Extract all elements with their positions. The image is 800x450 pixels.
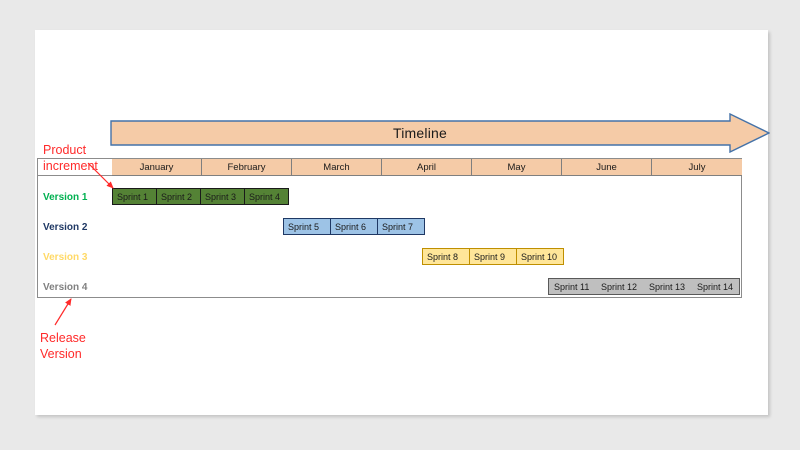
sprint-block-12[interactable]: Sprint 12 bbox=[596, 278, 644, 295]
timeline-arrow-shape bbox=[110, 113, 770, 153]
timeline-label: Timeline bbox=[393, 125, 447, 141]
sprint-bar-row-version-1: Sprint 1 Sprint 2 Sprint 3 Sprint 4 bbox=[112, 188, 289, 205]
sprint-block-13[interactable]: Sprint 13 bbox=[644, 278, 692, 295]
month-cell-march[interactable]: March bbox=[292, 159, 382, 176]
month-cell-april[interactable]: April bbox=[382, 159, 472, 176]
version-label-3: Version 3 bbox=[43, 252, 88, 263]
annotation-release-version-line1: Release bbox=[40, 331, 86, 345]
sprint-block-7[interactable]: Sprint 7 bbox=[377, 218, 425, 235]
version-label-1: Version 1 bbox=[43, 192, 88, 203]
sprint-block-10[interactable]: Sprint 10 bbox=[516, 248, 564, 265]
month-cell-may[interactable]: May bbox=[472, 159, 562, 176]
annotation-product-increment-line2: increment bbox=[43, 159, 98, 173]
sprint-bar-row-version-4: Sprint 11 Sprint 12 Sprint 13 Sprint 14 bbox=[548, 278, 740, 295]
sprint-bar-row-version-3: Sprint 8 Sprint 9 Sprint 10 bbox=[422, 248, 564, 265]
annotation-release-version-line2: Version bbox=[40, 347, 82, 361]
version-label-4: Version 4 bbox=[43, 282, 88, 293]
sprint-bar-row-version-2: Sprint 5 Sprint 6 Sprint 7 bbox=[283, 218, 425, 235]
sprint-block-4[interactable]: Sprint 4 bbox=[244, 188, 289, 205]
sprint-block-11[interactable]: Sprint 11 bbox=[548, 278, 596, 295]
sprint-block-14[interactable]: Sprint 14 bbox=[692, 278, 740, 295]
sprint-block-9[interactable]: Sprint 9 bbox=[469, 248, 517, 265]
sprint-block-6[interactable]: Sprint 6 bbox=[330, 218, 378, 235]
sprint-block-2[interactable]: Sprint 2 bbox=[156, 188, 201, 205]
month-cell-june[interactable]: June bbox=[562, 159, 652, 176]
gantt-chart-table: January February March April May June Ju… bbox=[37, 158, 742, 298]
sprint-block-1[interactable]: Sprint 1 bbox=[112, 188, 157, 205]
annotation-product-increment: Product increment bbox=[43, 142, 98, 174]
month-header-row: January February March April May June Ju… bbox=[38, 159, 742, 176]
month-cell-january[interactable]: January bbox=[112, 159, 202, 176]
sprint-block-8[interactable]: Sprint 8 bbox=[422, 248, 470, 265]
version-label-2: Version 2 bbox=[43, 222, 88, 233]
month-cell-february[interactable]: February bbox=[202, 159, 292, 176]
month-cell-july[interactable]: July bbox=[652, 159, 742, 176]
annotation-product-increment-line1: Product bbox=[43, 143, 87, 157]
sprint-block-3[interactable]: Sprint 3 bbox=[200, 188, 245, 205]
timeline-block-arrow[interactable] bbox=[110, 113, 770, 153]
annotation-release-version: Release Version bbox=[40, 330, 86, 362]
sprint-block-5[interactable]: Sprint 5 bbox=[283, 218, 331, 235]
